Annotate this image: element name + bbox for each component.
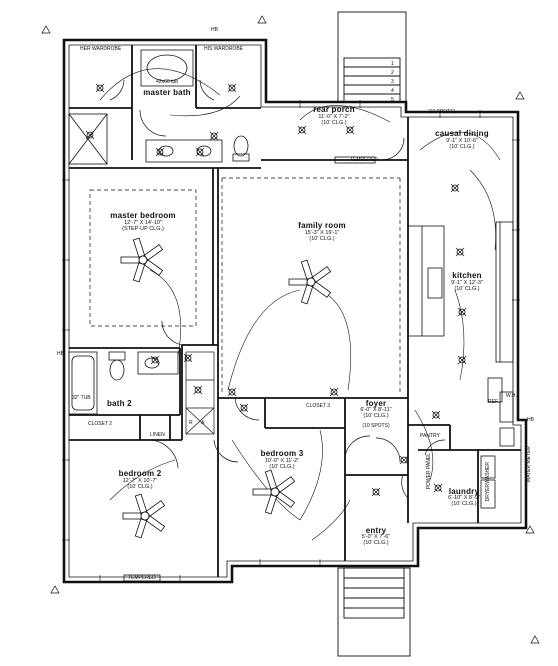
laundry-ceiling: (10' CLG.) <box>451 501 477 507</box>
kitchen-ceiling: (10' CLG.) <box>454 286 480 292</box>
master-bedroom-label: master bedroom <box>110 211 176 220</box>
fan-bedroom-3 <box>252 469 295 515</box>
porch-spots-label: (10 SPOTS) <box>428 109 456 115</box>
family-room-size: 15'-3" X 19'-1" <box>304 230 340 236</box>
laundry-label: laundry <box>448 487 480 496</box>
master-bath-label: master bath <box>143 88 191 97</box>
bedroom-2-size: 12'-7" X 10'-7" <box>122 478 158 484</box>
bath-2-label: bath 2 <box>107 399 132 408</box>
tempered-bottom-label: TEMPERED <box>128 575 156 581</box>
her-wardrobe-label: HER WARDROBE <box>80 46 122 52</box>
exterior-spotlights <box>41 15 540 644</box>
bedroom-2-label: bedroom 2 <box>118 469 162 478</box>
ref-label: REF. <box>488 399 499 405</box>
stair-r-label: R <box>189 420 193 426</box>
hb-left-label: HB <box>57 351 64 357</box>
dryer-label: DRYER <box>485 484 491 502</box>
tempered-top-label: TEMPERED <box>350 157 378 163</box>
master-bedroom-size: 12'-7" X 14'-10" <box>124 220 162 226</box>
rear-porch-label: rear porch <box>313 105 355 114</box>
wh-label: W.H. <box>506 393 517 399</box>
bath-2-fixtures <box>68 351 179 415</box>
hb-right-label: HB <box>527 417 534 423</box>
stair-step: 5 <box>391 97 394 103</box>
foyer-spots-label: (10 SPOTS) <box>362 423 390 429</box>
linen-label: LINEN <box>150 432 165 438</box>
stair-step: 4 <box>391 88 394 94</box>
fan-bedroom-2 <box>122 493 165 539</box>
casual-dining-ceiling: (10' CLG.) <box>449 144 475 150</box>
entry-ceiling: (10' CLG.) <box>363 540 389 546</box>
bedroom-3-ceiling: (10' CLG.) <box>269 464 295 470</box>
rear-stairs <box>337 11 407 103</box>
stair-step: 1 <box>391 61 394 67</box>
his-wardrobe-label: HIS WARDROBE <box>204 46 243 52</box>
rear-porch-ceiling: (10' CLG.) <box>321 120 347 126</box>
casual-dining-label: causal dining <box>435 129 489 138</box>
stair-a-label: A <box>201 420 205 426</box>
front-stairs <box>337 567 411 657</box>
entry-size: 5'-0" X 7'-6" <box>361 534 391 540</box>
master-bedroom-ceiling: (STEP-UP CLG.) <box>122 226 164 232</box>
kitchen-size: 9'-1" X 12'-3" <box>451 280 483 286</box>
exterior-walls <box>62 38 528 584</box>
family-room-label: family room <box>298 221 346 230</box>
interior-walls <box>69 45 521 577</box>
stair-step: 2 <box>391 70 394 76</box>
closet-2-label: CLOSET 2 <box>88 421 113 427</box>
closet-3-label: CLOSET 3 <box>306 403 331 409</box>
kitchen-label: kitchen <box>452 271 482 280</box>
tub-label: 42x60 tub <box>156 79 178 85</box>
foyer-size: 6'-0" X 8'-11" <box>360 407 392 413</box>
stair-step: 3 <box>391 79 394 85</box>
family-room-ceiling: (10' CLG.) <box>309 236 335 242</box>
laundry-size: 6'-10" X 8'-9" <box>448 495 480 501</box>
master-bath-fixtures <box>68 49 250 165</box>
bedroom-3-size: 10'-0" X 11'-2" <box>264 458 300 464</box>
pantry-label: PANTRY <box>420 433 440 439</box>
washer-label: WASHER <box>485 462 491 484</box>
bedroom-2-ceiling: (10' CLG.) <box>127 484 153 490</box>
entry-label: entry <box>365 526 387 535</box>
foyer-ceiling: (10' CLG.) <box>363 413 389 419</box>
rear-porch-size: 11'-0" X 7'-2" <box>318 114 350 120</box>
kitchen-cabinets <box>407 221 514 423</box>
fan-master-bedroom <box>120 237 163 283</box>
hb-top-label: HB <box>211 27 218 33</box>
power-panel-label: POWER PANEL <box>426 453 432 490</box>
door-swings <box>109 79 446 499</box>
bedroom-3-label: bedroom 3 <box>260 449 304 458</box>
water-meter-label: WATER METER <box>526 446 532 483</box>
casual-dining-size: 9'-1" X 10'-6" <box>446 138 478 144</box>
bath-2-tub-label: 32" TUB <box>72 395 91 401</box>
light-fixtures <box>85 83 467 497</box>
fan-family-room <box>288 259 331 305</box>
foyer-label: foyer <box>365 399 387 408</box>
